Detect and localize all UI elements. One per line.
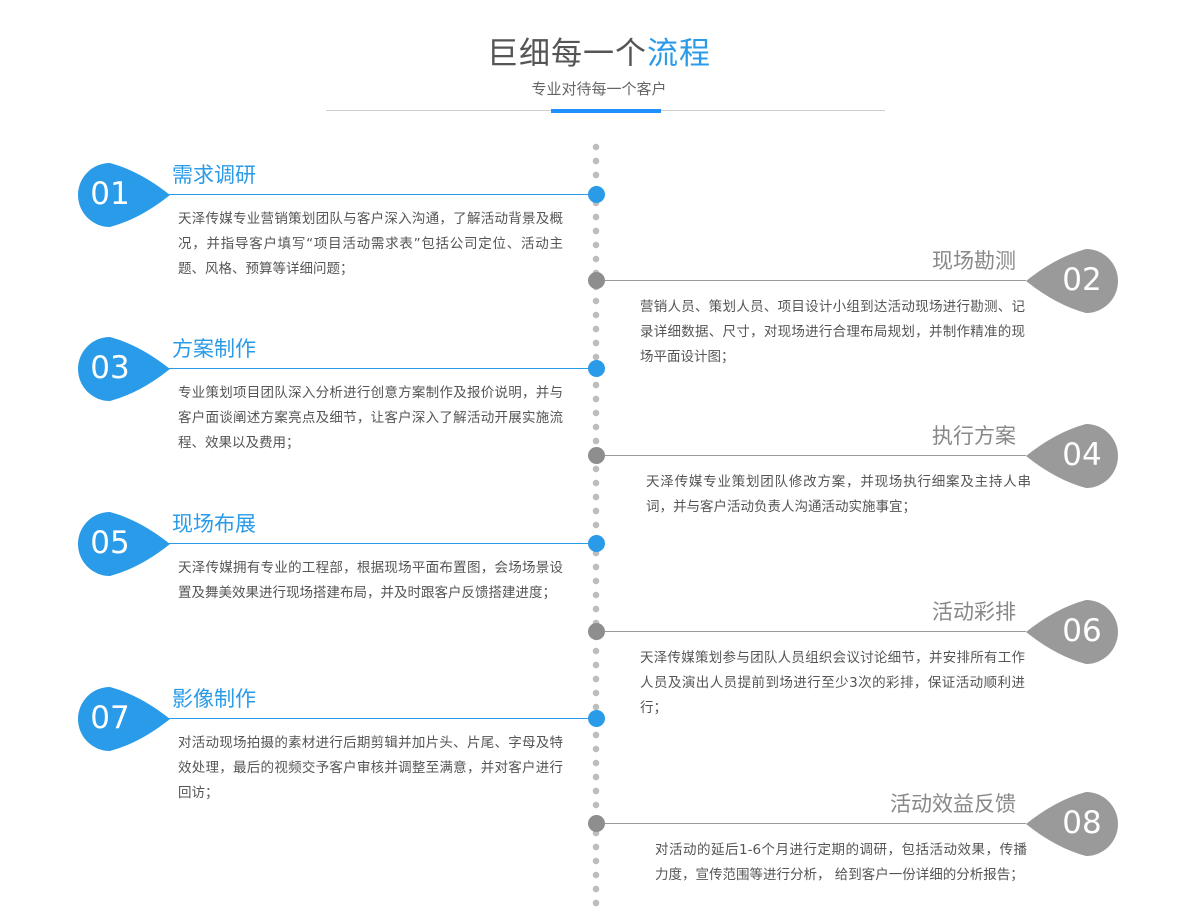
timeline-node (588, 710, 605, 727)
step-number-badge: 01 (74, 161, 184, 229)
step-number-badge: 08 (1012, 790, 1122, 858)
timeline-node (588, 186, 605, 203)
page-title: 巨细每一个流程 (0, 33, 1198, 75)
step-number-badge: 06 (1012, 598, 1122, 666)
step-number-badge: 03 (74, 335, 184, 403)
step-connector-line (168, 543, 596, 544)
step-description: 天泽传媒专业营销策划团队与客户深入沟通，了解活动背景及概况，并指导客户填写“项目… (178, 211, 563, 277)
step-number: 04 (1062, 437, 1102, 473)
step-connector-line (168, 368, 596, 369)
title-accent: 流程 (647, 36, 711, 72)
badge-shape (78, 687, 170, 751)
step-title: 活动效益反馈 (890, 792, 1016, 816)
step-description: 天泽传媒专业策划团队修改方案，并现场执行细案及主持人串词，并与客户活动负责人沟通… (646, 474, 1031, 515)
step-connector-line (600, 631, 1026, 632)
step-number: 05 (90, 525, 130, 561)
title-main: 巨细每一个 (487, 36, 647, 72)
timeline-dotted-axis (592, 143, 600, 913)
header: 巨细每一个流程 专业对待每一个客户 (0, 0, 1198, 120)
step-connector-line (600, 823, 1026, 824)
badge-shape (1026, 249, 1118, 313)
step-title: 方案制作 (172, 337, 256, 361)
timeline-node (588, 535, 605, 552)
badge-shape (1026, 600, 1118, 664)
header-accent-bar (551, 109, 661, 113)
step-number: 06 (1062, 613, 1102, 649)
step-connector-line (168, 194, 596, 195)
step-number: 07 (90, 700, 130, 736)
step-connector-line (168, 718, 596, 719)
step-number-badge: 02 (1012, 247, 1122, 315)
step-description: 天泽传媒策划参与团队人员组织会议讨论细节，并安排所有工作人员及演出人员提前到场进… (640, 650, 1025, 716)
step-title: 影像制作 (172, 687, 256, 711)
step-number: 01 (90, 176, 130, 212)
step-connector-line (600, 280, 1026, 281)
step-description: 对活动的延后1-6个月进行定期的调研，包括活动效果，传播力度，宣传范围等进行分析… (655, 842, 1027, 883)
badge-shape (1026, 792, 1118, 856)
step-title: 执行方案 (932, 424, 1016, 448)
badge-shape (78, 512, 170, 576)
step-connector-line (600, 455, 1026, 456)
step-number-badge: 04 (1012, 422, 1122, 490)
step-number: 02 (1062, 262, 1102, 298)
step-description: 对活动现场拍摄的素材进行后期剪辑并加片头、片尾、字母及特效处理，最后的视频交予客… (178, 735, 563, 801)
step-number-badge: 05 (74, 510, 184, 578)
step-title: 现场布展 (172, 512, 256, 536)
timeline-node (588, 447, 605, 464)
step-number: 08 (1062, 805, 1102, 841)
step-number: 03 (90, 350, 130, 386)
badge-shape (78, 337, 170, 401)
timeline-node (588, 360, 605, 377)
step-description: 营销人员、策划人员、项目设计小组到达活动现场进行勘测、记录详细数据、尺寸，对现场… (640, 299, 1025, 365)
step-description: 天泽传媒拥有专业的工程部，根据现场平面布置图，会场场景设置及舞美效果进行现场搭建… (178, 560, 563, 601)
step-title: 活动彩排 (932, 600, 1016, 624)
step-title: 现场勘测 (932, 249, 1016, 273)
badge-shape (1026, 424, 1118, 488)
timeline-node (588, 623, 605, 640)
timeline-node (588, 272, 605, 289)
page-subtitle: 专业对待每一个客户 (531, 80, 667, 98)
timeline-node (588, 815, 605, 832)
step-number-badge: 07 (74, 685, 184, 753)
step-title: 需求调研 (172, 163, 256, 187)
step-description: 专业策划项目团队深入分析进行创意方案制作及报价说明，并与客户面谈阐述方案亮点及细… (178, 385, 563, 451)
badge-shape (78, 163, 170, 227)
